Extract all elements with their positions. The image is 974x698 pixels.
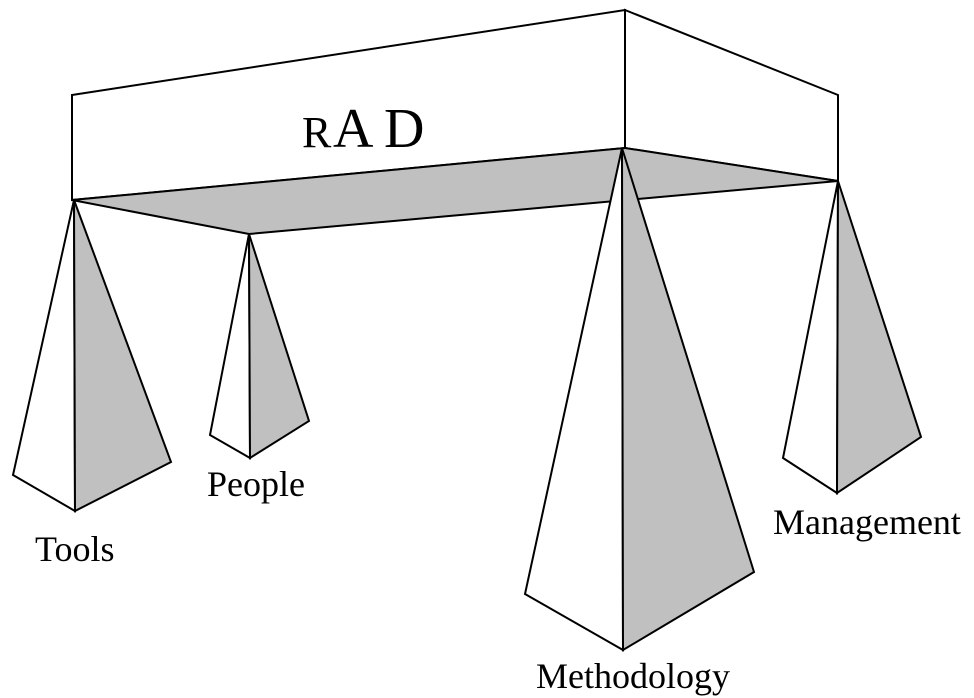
- label-people: People: [207, 464, 305, 504]
- pillar-management-shaded-face: [835, 180, 923, 495]
- rad-box: R A D: [71, 8, 839, 236]
- pillar-methodology-light-face: [523, 147, 625, 652]
- rad-title-letter-d: D: [384, 98, 424, 160]
- pillar-people: [208, 233, 311, 460]
- label-management: Management: [773, 502, 961, 542]
- rad-title-letter-a: A: [333, 98, 374, 160]
- pillar-people-shaded-face: [248, 233, 311, 460]
- pillar-management: [781, 180, 923, 495]
- pillar-tools: [11, 199, 173, 513]
- pillar-tools-light-face: [11, 199, 77, 513]
- label-tools: Tools: [35, 529, 115, 569]
- pillar-methodology-shaded-face: [621, 147, 756, 652]
- rad-title-letter-r: R: [302, 108, 332, 157]
- label-methodology: Methodology: [536, 656, 730, 696]
- pillar-tools-shaded-face: [73, 199, 173, 513]
- pillar-management-light-face: [781, 180, 839, 495]
- rad-title: R A D: [302, 98, 424, 160]
- pillar-methodology: [523, 147, 756, 652]
- pillar-people-light-face: [208, 233, 252, 460]
